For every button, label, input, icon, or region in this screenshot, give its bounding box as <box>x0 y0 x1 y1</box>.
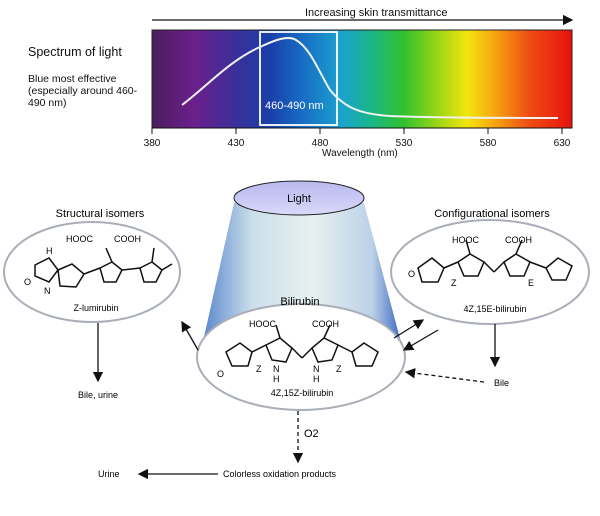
config-cooh: COOH <box>505 235 532 245</box>
tick-480: 480 <box>311 138 329 149</box>
configurational-title: Configurational isomers <box>434 208 550 220</box>
bile-urine-label: Bile, urine <box>78 390 118 400</box>
tick-580: 580 <box>479 138 497 149</box>
spectrum-title: Spectrum of light <box>28 45 122 59</box>
bilirubin-n1: N <box>273 364 280 374</box>
bilirubin-hooc: HOOC <box>249 319 277 329</box>
band-box <box>259 31 338 126</box>
bilirubin-cooh: COOH <box>312 319 339 329</box>
absorption-curve <box>181 37 559 119</box>
tick-530: 530 <box>395 138 413 149</box>
lumirubin-o: O <box>24 277 31 287</box>
lumirubin-n: N <box>44 286 51 296</box>
structural-ellipse <box>3 221 181 323</box>
tick-630: 630 <box>553 138 571 149</box>
band-label: 460-490 nm <box>265 100 324 112</box>
spectrum-bar <box>151 29 573 129</box>
bilirubin-z1: Z <box>256 364 262 374</box>
bilirubin-name: 4Z,15Z-bilirubin <box>271 388 334 398</box>
lumirubin-structure <box>34 247 173 288</box>
configurational-structure <box>417 239 573 283</box>
structural-title: Structural isomers <box>56 208 145 220</box>
bilirubin-o: O <box>217 369 224 379</box>
arrow-bile <box>404 367 485 383</box>
oxidation-label: Colorless oxidation products <box>223 469 337 479</box>
configurational-ellipse <box>390 219 590 325</box>
bilirubin-n2: N <box>313 364 320 374</box>
bilirubin-structure <box>225 324 379 367</box>
tick-430: 430 <box>227 138 245 149</box>
lumirubin-hooc: HOOC <box>66 234 94 244</box>
bile-label: Bile <box>494 378 509 388</box>
urine-label: Urine <box>98 469 120 479</box>
config-z: Z <box>451 278 457 288</box>
x-axis <box>151 127 572 134</box>
tick-380: 380 <box>143 138 161 149</box>
config-e: E <box>528 278 534 288</box>
bilirubin-z2: Z <box>336 364 342 374</box>
config-o: O <box>408 269 415 279</box>
center-title: Bilirubin <box>280 296 319 308</box>
arrow-bilirubin-to-structural <box>181 320 199 351</box>
light-cap <box>233 180 365 216</box>
o2-label: O2 <box>304 428 319 440</box>
config-hooc: HOOC <box>452 235 480 245</box>
bilirubin-h1: H <box>273 374 280 384</box>
lumirubin-cooh: COOH <box>114 234 141 244</box>
arrows <box>92 319 501 480</box>
config-name: 4Z,15E-bilirubin <box>463 304 526 314</box>
bilirubin-h2: H <box>313 374 320 384</box>
x-axis-label: Wavelength (nm) <box>322 148 398 159</box>
transmittance-label: Increasing skin transmittance <box>305 7 448 19</box>
arrow-from-config <box>402 329 439 351</box>
lumirubin-h: H <box>46 246 53 256</box>
arrow-to-config <box>393 319 425 339</box>
light-label: Light <box>287 193 311 205</box>
blue-effective-note: Blue most effective (especially around 4… <box>28 73 138 109</box>
lumirubin-name: Z-lumirubin <box>73 303 118 313</box>
